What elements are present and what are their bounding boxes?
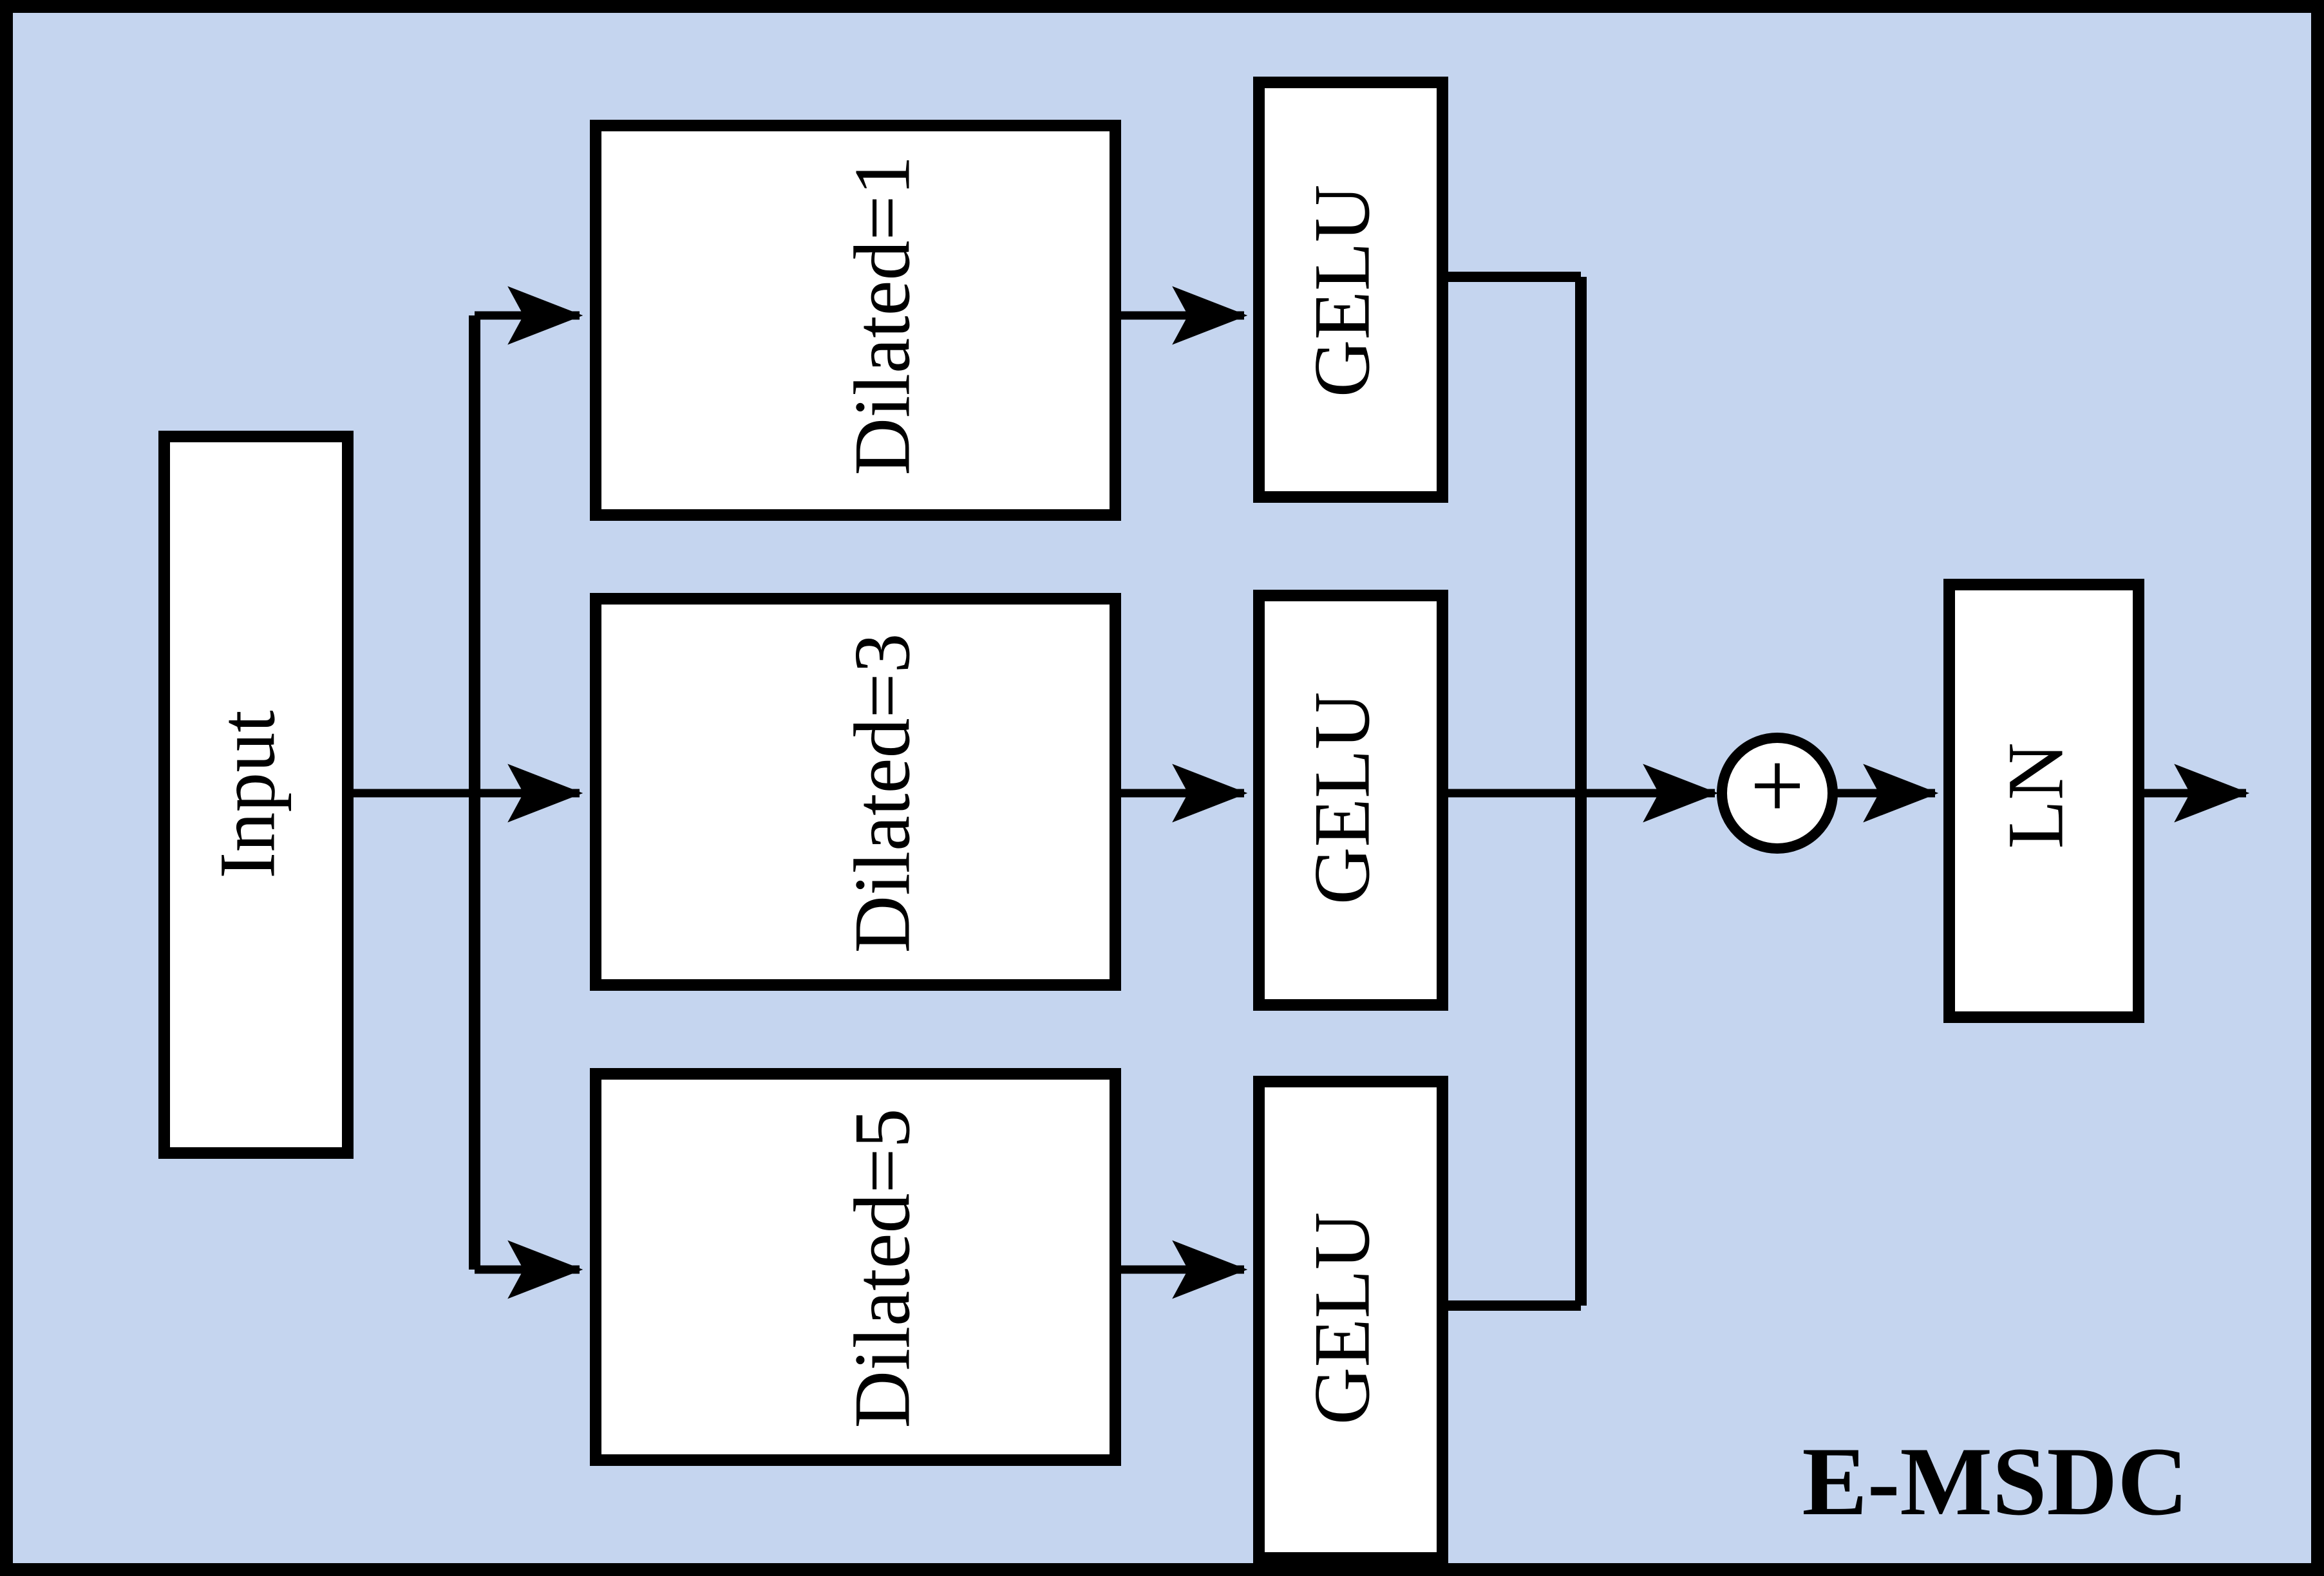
dilated-conv-box-3[interactable] bbox=[590, 1068, 1121, 1466]
input-block-box[interactable] bbox=[158, 431, 354, 1159]
gelu-label-1: GELU bbox=[1298, 185, 1386, 398]
dilated-conv-box-1[interactable] bbox=[590, 120, 1121, 521]
dilated-conv-label-1: Dilated=1 bbox=[838, 156, 926, 476]
layer-norm-block[interactable]: LN bbox=[1943, 579, 2144, 1023]
sum-node[interactable]: + bbox=[1717, 732, 1838, 854]
gelu-box-2[interactable] bbox=[1253, 590, 1448, 1011]
gelu-box-3[interactable] bbox=[1253, 1076, 1448, 1564]
input-block[interactable]: Input bbox=[158, 431, 354, 1159]
gelu-block-3[interactable]: GELU bbox=[1253, 1076, 1448, 1564]
input-block-label: Input bbox=[203, 710, 291, 879]
dilated-conv-block-3[interactable]: Dilated=5 bbox=[590, 1068, 1121, 1466]
sum-node-label: + bbox=[1750, 732, 1805, 839]
gelu-label-2: GELU bbox=[1298, 692, 1386, 905]
dilated-conv-box-2[interactable] bbox=[590, 593, 1121, 991]
wire-group bbox=[348, 272, 2250, 1311]
module-caption: E-MSDC bbox=[1802, 1427, 2188, 1535]
layer-norm-box[interactable] bbox=[1943, 579, 2144, 1023]
gelu-block-2[interactable]: GELU bbox=[1253, 590, 1448, 1011]
dilated-conv-label-3: Dilated=5 bbox=[838, 1109, 926, 1429]
gelu-block-1[interactable]: GELU bbox=[1253, 77, 1448, 503]
dilated-conv-label-2: Dilated=3 bbox=[838, 633, 926, 953]
sum-node-circle[interactable] bbox=[1717, 733, 1838, 854]
gelu-box-1[interactable] bbox=[1253, 77, 1448, 503]
layer-norm-label: LN bbox=[1991, 742, 2079, 849]
gelu-label-3: GELU bbox=[1298, 1212, 1386, 1425]
dilated-conv-block-2[interactable]: Dilated=3 bbox=[590, 593, 1121, 991]
dilated-conv-block-1[interactable]: Dilated=1 bbox=[590, 120, 1121, 521]
